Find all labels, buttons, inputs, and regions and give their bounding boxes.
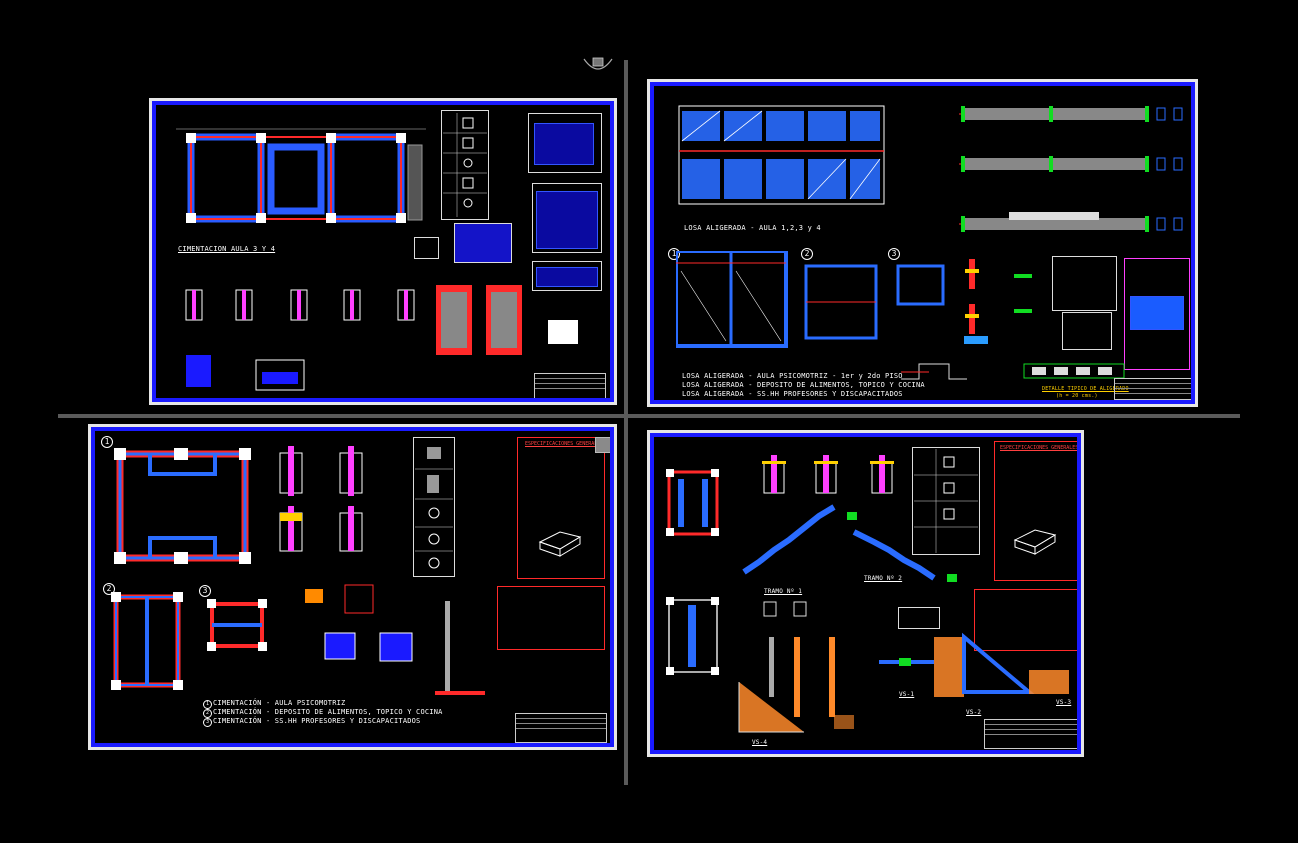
small-details [305, 584, 485, 695]
foundation-caption-2: CIMENTACIÓN - DEPOSITO DE ALIMENTOS, TOP… [213, 708, 443, 716]
sheet-border: 1 2 3 [91, 427, 614, 747]
viewcube-icon[interactable] [582, 55, 614, 77]
column-schedule-detail [415, 447, 453, 569]
stair-section-drawing [742, 504, 957, 582]
column-schedule-table [912, 447, 980, 555]
detail-marker-2: 2 [103, 583, 115, 595]
footing-detail-2 [454, 223, 512, 263]
column-schedule-table [441, 110, 489, 220]
typical-slab-detail [1023, 363, 1125, 379]
drawing-caption: CIMENTACION AULA 3 Y 4 [178, 245, 276, 253]
footing-sections [185, 285, 578, 391]
footing-detail-1 [414, 237, 439, 259]
sheet-border: TRAMO Nº 1 TRAMO Nº 2 ESPECIFICACIONES G… [650, 433, 1081, 754]
slab-detail-title: DETALLE TIPICO DE ALIGERADO [1042, 386, 1129, 392]
caption-marker-2: 2 [203, 709, 212, 718]
drawing-sheet-losa-aligerada[interactable]: LOSA ALIGERADA - AULA 1,2,3 y 4 1 2 3 LO… [647, 79, 1198, 407]
general-specifications-box [517, 437, 605, 579]
sheet-border: LOSA ALIGERADA - AULA 1,2,3 y 4 1 2 3 LO… [650, 82, 1195, 404]
caption-marker-3: 3 [203, 718, 212, 727]
beam-details [763, 601, 854, 729]
slab-plans-small [676, 251, 945, 348]
slab-detail-box [1062, 312, 1112, 350]
footing-sections [279, 446, 363, 552]
drawing-sheet-escaleras-vigas[interactable]: TRAMO Nº 1 TRAMO Nº 2 ESPECIFICACIONES G… [647, 430, 1084, 757]
retaining-wall-section [738, 682, 804, 733]
viewport-divider-vertical[interactable] [624, 60, 628, 785]
slab-caption-3: LOSA ALIGERADA - SS.HH PROFESORES Y DISC… [682, 390, 903, 398]
column-details [964, 259, 1032, 344]
slab-caption-2: LOSA ALIGERADA - DEPOSITO DE ALIMENTOS, … [682, 381, 925, 389]
spec-title: ESPECIFICACIONES GENERALES [1000, 445, 1079, 451]
detail-marker-3: 3 [888, 248, 900, 260]
wall-sections [879, 632, 1069, 697]
slab-detail-subtitle: (h = 20 cms.) [1056, 393, 1098, 399]
materials-table [497, 586, 605, 650]
slab-spec-table [1124, 258, 1190, 370]
foundation-plan-deposito [111, 592, 183, 690]
title-block [984, 719, 1077, 749]
foundation-plan-sshh [207, 599, 267, 651]
slab-plan-drawing [678, 105, 885, 205]
slab-spec-table-fill [1130, 296, 1184, 330]
close-icon[interactable] [595, 437, 610, 453]
brick-unit-drawing [538, 531, 582, 557]
foundation-plan-drawing [176, 128, 426, 223]
stair-profile [901, 363, 967, 380]
footing-sections [762, 455, 894, 494]
sheet-border: CIMENTACION AULA 3 Y 4 [152, 101, 614, 402]
detail-marker-3: 3 [199, 585, 211, 597]
title-block [515, 713, 607, 743]
legend-box-3 [536, 267, 598, 287]
beam-label-vs3: VS-3 [1056, 699, 1072, 706]
legend-box-1 [534, 123, 594, 165]
slab-caption-top: LOSA ALIGERADA - AULA 1,2,3 y 4 [684, 224, 821, 232]
beam-label-vs2: VS-2 [966, 709, 982, 716]
column-schedule-detail [443, 113, 487, 217]
general-notes-box [528, 113, 602, 173]
slab-notes-box [1052, 256, 1117, 311]
column-schedule-table [413, 437, 455, 577]
foundation-caption-3: CIMENTACIÓN - SS.HH PROFESORES Y DISCAPA… [213, 717, 421, 725]
detail-marker-1: 1 [668, 248, 680, 260]
slab-caption-1: LOSA ALIGERADA - AULA PSICOMOTRIZ - 1er … [682, 372, 903, 380]
foundation-plan-psicomotriz [114, 448, 251, 564]
stair-plan-drawing-2 [666, 597, 719, 675]
drawing-sheet-cimentacion-aulas[interactable]: 1 2 3 [88, 424, 617, 750]
notes-box-3 [532, 261, 602, 291]
foundation-caption-1: CIMENTACIÓN - AULA PSICOMOTRIZ [213, 699, 346, 707]
viewport-divider-horizontal[interactable] [58, 414, 1240, 418]
spec-title: ESPECIFICACIONES GENERALES [525, 441, 604, 447]
general-specifications-box [994, 441, 1077, 581]
legend-box-2 [536, 191, 598, 249]
beam-label-vs1: VS-1 [899, 691, 915, 698]
tramo-1-label: TRAMO Nº 1 [764, 588, 803, 595]
notes-box-2 [532, 183, 602, 253]
beam-elevations [959, 106, 1183, 232]
column-schedule-detail [914, 449, 978, 553]
title-block [1114, 378, 1191, 400]
tramo-2-label: TRAMO Nº 2 [864, 575, 903, 582]
brick-unit-drawing [1013, 529, 1057, 555]
detail-marker-2: 2 [801, 248, 813, 260]
stair-plan-drawing [666, 469, 719, 536]
beam-label-vs4: VS-4 [752, 739, 768, 746]
caption-marker-1: 1 [203, 700, 212, 709]
detail-marker-1: 1 [101, 436, 113, 448]
drawing-sheet-cimentacion-aula-3-4[interactable]: CIMENTACION AULA 3 Y 4 [149, 98, 617, 405]
beam-note-box [898, 607, 940, 629]
materials-table [974, 589, 1077, 651]
title-block [534, 373, 606, 398]
